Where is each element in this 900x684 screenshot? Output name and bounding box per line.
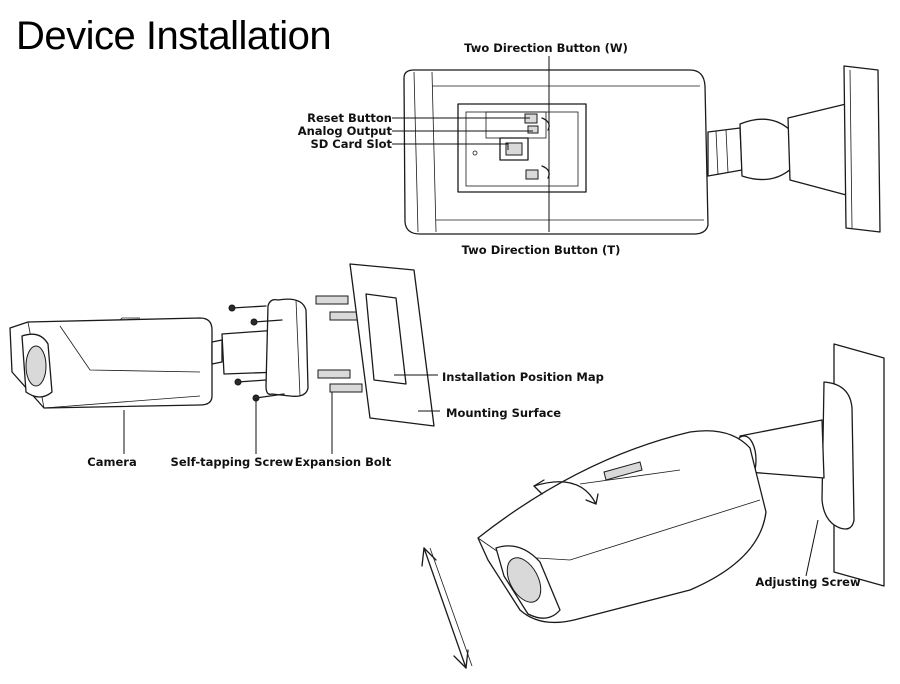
- mounting-bracket-middle: [211, 298, 309, 397]
- label-sd-card-slot: SD Card Slot: [310, 137, 392, 151]
- label-two-direction-button-w: Two Direction Button (W): [464, 41, 628, 55]
- page-title: Device Installation: [16, 14, 332, 58]
- label-mounting-surface: Mounting Surface: [446, 406, 562, 420]
- mounting-surface-sheet: [349, 263, 435, 427]
- label-camera: Camera: [87, 455, 137, 469]
- wall-plate-bottom: [821, 343, 885, 587]
- leader-line-sd: [392, 143, 509, 150]
- label-two-direction-button-t: Two Direction Button (T): [461, 243, 621, 257]
- wall-bracket-top: [707, 65, 881, 233]
- label-installation-position-map: Installation Position Map: [442, 370, 604, 384]
- expansion-bolts: [315, 295, 363, 393]
- label-analog-output: Analog Output: [297, 124, 392, 138]
- tilt-arrow: [421, 547, 473, 669]
- label-reset-button: Reset Button: [307, 111, 392, 125]
- self-tapping-screws: [228, 304, 285, 402]
- label-expansion-bolt: Expansion Bolt: [294, 455, 392, 469]
- camera-rear-view: [403, 69, 709, 235]
- rotation-arrow: [533, 479, 599, 505]
- camera-body-bottom: [477, 430, 767, 624]
- leader-line-adjusting-screw: [805, 519, 819, 577]
- camera-body-middle: [9, 317, 213, 409]
- label-adjusting-screw: Adjusting Screw: [755, 575, 861, 589]
- label-self-tapping-screw: Self-tapping Screw: [170, 455, 294, 469]
